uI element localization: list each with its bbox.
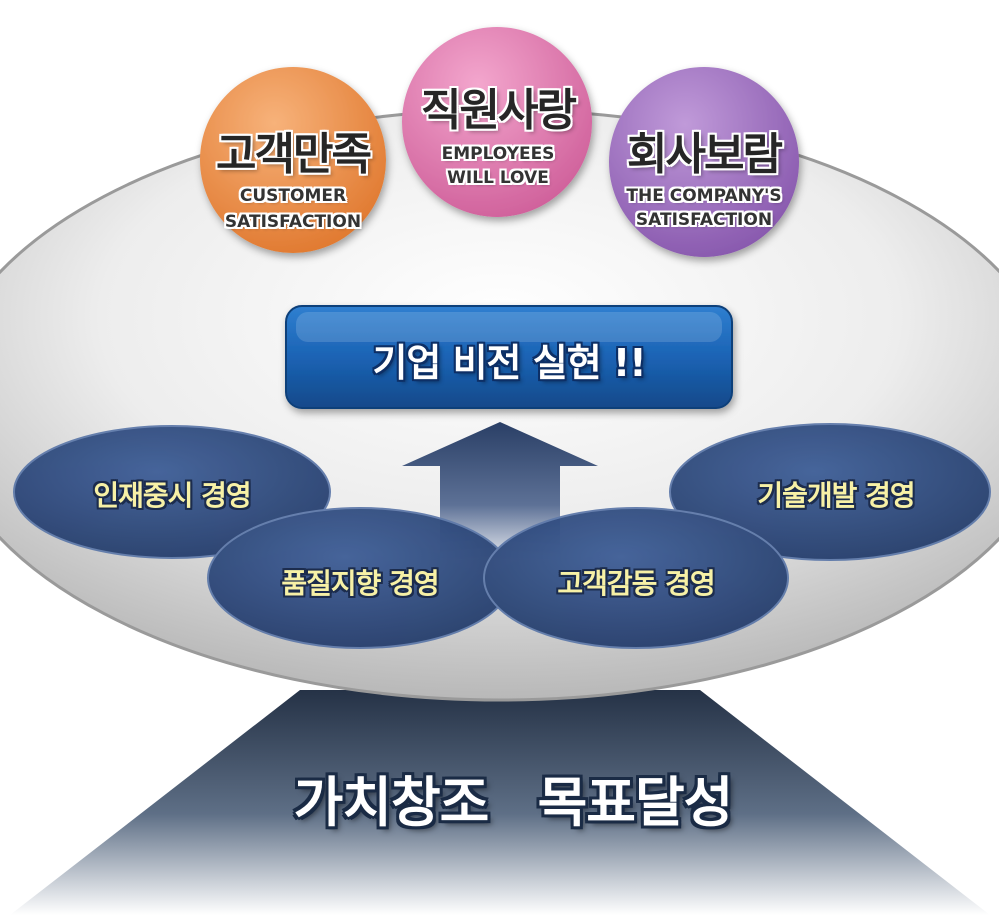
base-label-value-creation: 가치창조 xyxy=(293,771,490,834)
management-label-talent: 인재중시 경영 xyxy=(93,479,251,512)
goal-title-customer: 고객만족 xyxy=(216,129,372,180)
goal-subtitle-customer-2: SATISFACTION xyxy=(224,212,362,232)
base-label-goal-achievement: 목표달성 xyxy=(537,771,734,834)
goal-subtitle-company-2: SATISFACTION xyxy=(635,210,773,230)
circle-employees-love xyxy=(402,27,592,217)
goal-subtitle-employees-1: EMPLOYEES xyxy=(441,144,555,164)
goal-subtitle-employees-2: WILL LOVE xyxy=(447,168,549,188)
ellipse-talent xyxy=(13,425,331,559)
goal-title-employees: 직원사랑 xyxy=(421,85,577,136)
circle-company-satisfaction xyxy=(609,67,799,257)
goal-title-company: 회사보람 xyxy=(627,129,783,180)
vision-label: 기업 비전 실현 !! xyxy=(372,341,646,385)
ellipse-tech xyxy=(669,423,991,561)
goal-subtitle-company-1: THE COMPANY'S xyxy=(626,186,782,206)
goal-subtitle-customer-1: CUSTOMER xyxy=(239,186,347,206)
ellipse-customer xyxy=(483,507,789,649)
management-label-customer: 고객감동 경영 xyxy=(557,567,715,600)
management-label-tech: 기술개발 경영 xyxy=(757,479,915,512)
base-pyramid xyxy=(10,690,990,915)
circle-customer-satisfaction xyxy=(200,67,386,253)
vision-bar xyxy=(285,305,733,409)
management-label-quality: 품질지향 경영 xyxy=(281,567,439,600)
